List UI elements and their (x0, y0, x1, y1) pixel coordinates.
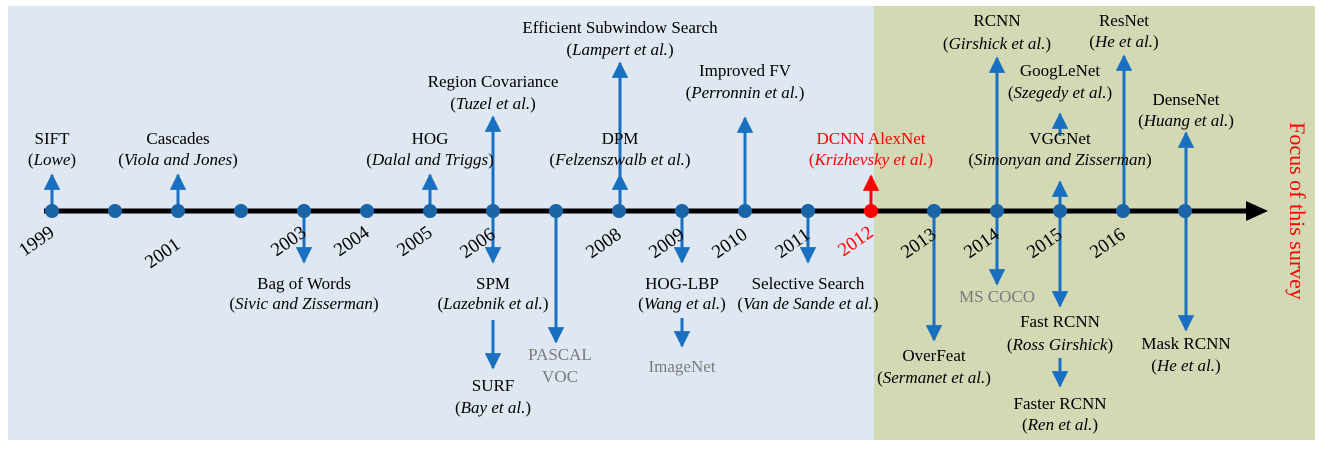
timeline-dot (990, 204, 1004, 218)
hog-authors: (Dalal and Triggs) (366, 150, 494, 169)
spm-authors: (Lazebnik et al.) (438, 294, 549, 313)
hog-name: HOG (412, 129, 449, 148)
timeline-dot (234, 204, 248, 218)
timeline-dot (801, 204, 815, 218)
imagenet-label: ImageNet (648, 357, 715, 376)
selective-search-name: Selective Search (752, 274, 865, 293)
improved-fv-name: Improved FV (699, 61, 792, 80)
timeline-arrowhead (1246, 201, 1268, 221)
timeline-dot (45, 204, 59, 218)
densenet-name: DenseNet (1152, 90, 1219, 109)
selective-search-authors: (Van de Sande et al.) (737, 294, 878, 313)
timeline-dot (864, 204, 878, 218)
faster-rcnn-name: Faster RCNN (1013, 394, 1106, 413)
dpm-authors: (Felzenszwalb et al.) (549, 150, 690, 169)
hog-lbp-authors: (Wang et al.) (638, 294, 726, 313)
resnet-authors: (He et al.) (1089, 32, 1158, 51)
vggnet-name: VGGNet (1029, 129, 1091, 148)
deep-learning-region (874, 6, 1315, 440)
faster-rcnn-authors: (Ren et al.) (1022, 415, 1098, 434)
timeline-dot (297, 204, 311, 218)
spm-name: SPM (476, 274, 510, 293)
ms-coco-label: MS COCO (959, 287, 1035, 306)
timeline-dot (360, 204, 374, 218)
timeline-dot (1116, 204, 1130, 218)
googlenet-authors: (Szegedy et al.) (1008, 83, 1112, 102)
timeline-dot (171, 204, 185, 218)
densenet-authors: (Huang et al.) (1138, 111, 1234, 130)
hog-lbp-name: HOG-LBP (645, 274, 719, 293)
vggnet-authors: (Simonyan and Zisserman) (968, 150, 1151, 169)
sift-name: SIFT (35, 129, 71, 148)
dcnn-alexnet-name: DCNN AlexNet (816, 129, 925, 148)
mask-rcnn-name: Mask RCNN (1141, 334, 1230, 353)
timeline-dot (612, 204, 626, 218)
timeline-dot (423, 204, 437, 218)
surf-authors: (Bay et al.) (455, 398, 531, 417)
dcnn-alexnet-authors: (Krizhevsky et al.) (809, 150, 933, 169)
dpm-name: DPM (602, 129, 639, 148)
pre-deep-learning-region (8, 6, 874, 440)
overfeat-name: OverFeat (902, 346, 966, 365)
timeline-dot (1053, 204, 1067, 218)
rcnn-name: RCNN (973, 11, 1020, 30)
timeline-dot (549, 204, 563, 218)
rcnn-authors: (Girshick et al.) (943, 34, 1051, 53)
fast-rcnn-authors: (Ross Girshick) (1007, 335, 1113, 354)
fast-rcnn-name: Fast RCNN (1020, 312, 1100, 331)
region-covariance-name: Region Covariance (428, 72, 559, 91)
cascades-name: Cascades (146, 129, 209, 148)
timeline-dot (108, 204, 122, 218)
timeline-dot (1178, 204, 1192, 218)
bag-of-words-authors: (Sivic and Zisserman) (229, 294, 378, 313)
resnet-name: ResNet (1099, 11, 1149, 30)
efficient-subwindow-search-name: Efficient Subwindow Search (522, 18, 718, 37)
mask-rcnn-authors: (He et al.) (1151, 356, 1220, 375)
sift-authors: (Lowe) (28, 150, 76, 169)
side-label: Focus of this survey (1285, 122, 1310, 300)
timeline-dot (675, 204, 689, 218)
surf-name: SURF (472, 376, 515, 395)
improved-fv-authors: (Perronnin et al.) (686, 83, 805, 102)
timeline-dot (927, 204, 941, 218)
bag-of-words-name: Bag of Words (257, 274, 351, 293)
timeline-dot (486, 204, 500, 218)
region-covariance-authors: (Tuzel et al.) (450, 94, 536, 113)
googlenet-name: GoogLeNet (1020, 61, 1101, 80)
overfeat-authors: (Sermanet et al.) (877, 368, 991, 387)
timeline-dot (738, 204, 752, 218)
cascades-authors: (Viola and Jones) (118, 150, 238, 169)
efficient-subwindow-search-authors: (Lampert et al.) (566, 40, 673, 59)
